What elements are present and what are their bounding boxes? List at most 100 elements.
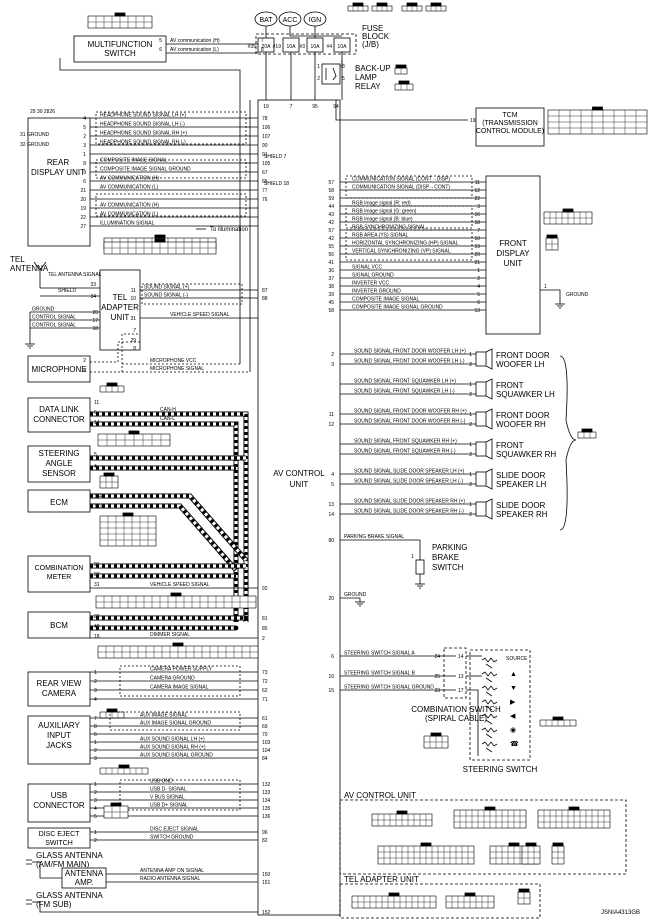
speaker-cone [485,408,493,430]
source-label: SOURCE [506,656,528,662]
front-display-label: FRONT [499,239,527,248]
steering-angle-sensor-box [27,445,91,483]
rear-display-unit-box [27,117,91,247]
shield-box [95,193,247,217]
pin-num: 29 30 2826 [30,109,55,115]
signal-label: CAMERA POWER SUPPLY [150,667,213,673]
pin-num: 20 [92,310,98,316]
speaker-label: FRONT DOOR [496,351,550,360]
av-connector-face [521,845,541,865]
shield-box [141,283,243,305]
pin-num: 19 [80,206,86,212]
tcm-label: (TRANSMISSION [482,120,538,127]
parking-brake-label: BRAKE [432,553,459,562]
av-pin: 81 [262,616,268,622]
signal-label: DISC EJECT SIGNAL [150,827,199,833]
aux-label: INPUT [47,731,71,740]
pin-num: 31 [94,582,100,588]
fuse-number: #4 [326,44,332,50]
rear-camera-label: CAMERA [42,689,77,698]
combination-switch-label: (SPIRAL CABLE) [425,714,487,723]
speaker-label: SLIDE DOOR [496,471,546,480]
signal-label: STEERING SWITCH SIGNAL B [344,671,416,677]
av-connector-face-key [568,806,580,811]
ecm-connector-face [99,515,157,547]
steering-switch-button-icon: ◉ [510,727,516,734]
bcm-label: BCM [50,621,68,630]
av-connector-face-key [508,842,520,847]
pin-num: 10 [474,236,480,242]
av-pin: 132 [262,782,271,788]
multifunction-switch-label: SWITCH [104,49,136,58]
pin-num: 1 [469,472,472,478]
av-connector-legend [339,799,627,875]
pin-num: 33 [434,688,440,694]
glass-antenna-main-label: (AM/FM MAIN) [36,860,90,869]
signal-label: GROUND [32,307,55,313]
mic-wire [90,333,140,373]
signal-label: COMPOSITE IMAGE SIGNAL GROUND [100,167,191,173]
speaker-5-symbol [475,501,487,517]
switch-contact [485,719,493,725]
speaker-label: SPEAKER LH [496,480,546,489]
rear-display-label: DISPLAY UNIT [31,168,85,177]
signal-label: HEADPHONE SOUND SIGNAL LH (+) [100,113,186,119]
rear-display-label: REAR [47,158,69,167]
fuse-connector-face-key [406,2,418,7]
shield-box [119,665,241,697]
shield-box [345,229,473,261]
relay-connector-face [394,83,414,91]
signal-label: SIGNAL VCC [352,265,382,271]
can-h-bus-dash [90,412,248,622]
av-pin: 6 [331,654,334,660]
av-top-pin: 94 [333,104,339,110]
usb-connector-face-key [110,802,122,807]
speaker-1-symbol [475,381,487,397]
glass-antenna-sub-label: GLASS ANTENNA [36,891,103,900]
signal-label: MICROPHONE VCC [150,358,197,364]
pin-num: 2 [94,748,97,754]
av-pin: 71 [262,697,268,703]
rear-camera-label: REAR VIEW [37,679,82,688]
av-pin: 16 [328,674,334,680]
pin-num: 2 [477,276,480,282]
switch-contact [485,705,493,711]
steering-switch-button-icon: ▶ [510,699,516,706]
pin-num: 34 [90,294,96,300]
pin-num: 1 [83,152,86,158]
relay-box [321,63,341,85]
signal-label: CONTROL SIGNAL [32,315,76,321]
front-display-unit-box [485,175,541,335]
pin-num: 19 [474,244,480,250]
pin-num: 8 [261,47,264,53]
av-pin: 11 [329,412,334,418]
signal-label: RGB AREA (YS) SIGNAL [352,233,409,239]
fuse-number: #35 [248,44,257,50]
fuse-amp: 20A [262,44,272,50]
signal-label: SOUND SIGNAL SLIDE DOOR SPEAKER LH (-) [354,479,463,485]
steering-angle-label: STEERING [39,449,80,458]
av-pin: 84 [262,756,268,762]
resistor-symbol [481,727,498,733]
tel-connector-face-key [464,892,476,897]
tel-connector-legend [339,883,541,919]
fuse-amp: 10A [338,44,348,50]
av-pin: 96 [262,830,268,836]
steering-switch-label: STEERING SWITCH [463,765,538,774]
signal-label: STEERING SWITCH SIGNAL GROUND [344,685,434,691]
glass-antenna-symbol [26,859,32,865]
pin-num: 8 [133,346,136,352]
front-display-connector-face-key [546,234,558,239]
shield-box [345,205,473,229]
pin-num: 5 [83,125,86,131]
signal-label: HEADPHONE SOUND SIGNAL RH (-) [100,140,186,146]
av-pin: 152 [262,910,271,916]
pin-num: 1 [469,352,472,358]
pin-num: 6 [83,179,86,185]
av-legend-title: AV CONTROL UNIT [344,791,416,800]
av-pin: 82 [262,838,268,844]
av-pin: 78 [262,116,268,122]
signal-label: SOUND SIGNAL FRONT DOOR WOOFER RH (-) [354,419,466,425]
av-pin: 61 [262,716,268,722]
